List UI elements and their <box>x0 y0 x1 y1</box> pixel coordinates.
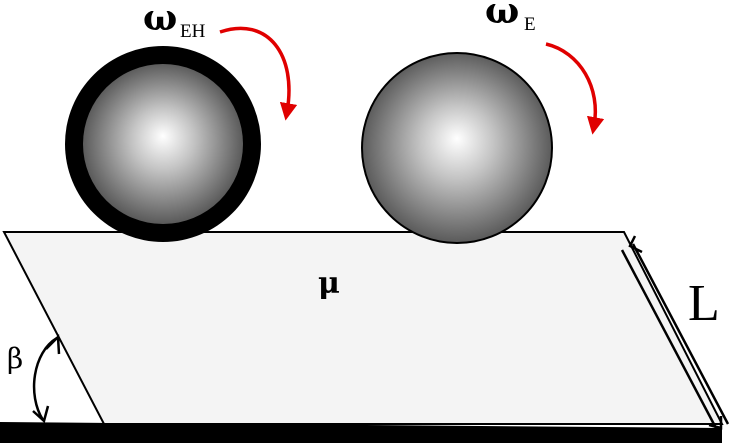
rotation-arrow-icon-eh <box>219 26 298 121</box>
omega-eh-label: ω EH <box>143 0 206 42</box>
omega-eh-subscript: EH <box>180 21 206 42</box>
angle-label: β <box>7 342 23 375</box>
inclined-plane <box>2 231 724 425</box>
ground-bar <box>0 422 722 443</box>
omega-e-subscript: E <box>524 14 536 35</box>
sphere-with-shell <box>65 46 261 242</box>
length-arrow-icon <box>620 235 730 431</box>
friction-coefficient-label: μ <box>318 266 340 301</box>
omega-eh-symbol: ω <box>143 0 177 39</box>
sphere <box>361 52 553 244</box>
omega-e-symbol: ω <box>485 0 519 32</box>
rotation-arrow-icon-e <box>545 42 605 135</box>
omega-e-label: ω E <box>485 0 536 35</box>
length-label: L <box>688 275 720 332</box>
angle-arc-icon <box>32 334 61 424</box>
